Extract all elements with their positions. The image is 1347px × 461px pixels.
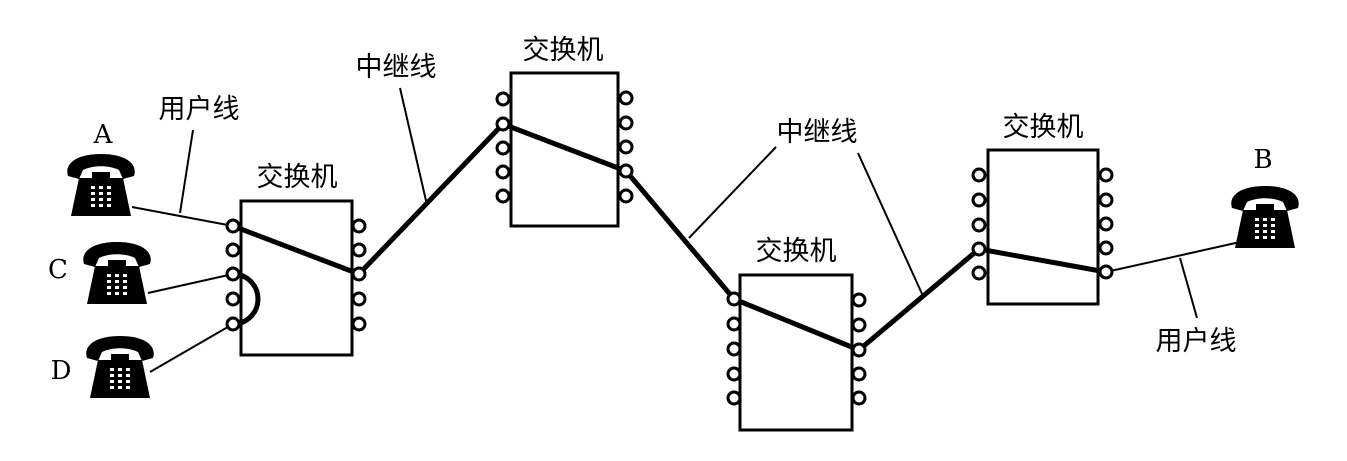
phone-label-a: A (93, 120, 114, 150)
switch-label-2: 交换机 (523, 35, 604, 66)
trunk-line-label-2: 中继线 (777, 117, 858, 148)
switch-label-3: 交换机 (756, 236, 837, 267)
switch-box-3 (738, 273, 854, 432)
terminal (971, 241, 987, 257)
leader-trunk-1 (399, 87, 428, 206)
terminal (351, 291, 367, 307)
terminal (618, 115, 634, 131)
terminal (618, 163, 634, 179)
terminal (351, 266, 367, 282)
switch-label-4: 交换机 (1003, 112, 1084, 143)
terminal (971, 265, 987, 281)
terminal (495, 91, 511, 107)
phone-label-b: B (1253, 145, 1272, 175)
terminal (726, 390, 742, 406)
terminal (225, 218, 241, 234)
telephone-icon-d (86, 336, 154, 398)
switch-box-1 (239, 199, 354, 357)
terminal (225, 266, 241, 282)
user-line-label-right: 用户线 (1156, 326, 1237, 357)
terminal (225, 316, 241, 332)
terminal (618, 139, 634, 155)
terminal (726, 341, 742, 357)
terminal (971, 192, 987, 208)
leader-user-left (179, 129, 194, 214)
terminal (495, 116, 511, 132)
terminal (351, 316, 367, 332)
terminal (971, 217, 987, 233)
telephone-icon-c (83, 242, 151, 304)
thin-lines (131, 87, 1241, 373)
trunk-line-label-1: 中继线 (356, 52, 437, 83)
terminal (851, 292, 867, 308)
internal-loop-c-d (230, 271, 261, 327)
terminal (225, 291, 241, 307)
terminal (495, 140, 511, 156)
terminal (225, 242, 241, 258)
leader-trunk-2a (688, 146, 777, 239)
terminal (851, 366, 867, 382)
user-line-label-left: 用户线 (159, 94, 240, 125)
terminal (1098, 216, 1114, 232)
phone-label-d: D (51, 356, 72, 386)
switch-label-1: 交换机 (257, 162, 338, 193)
terminal (351, 242, 367, 258)
user-line-d (149, 323, 234, 373)
terminal (495, 188, 511, 204)
switch-box-2 (509, 71, 620, 228)
terminal (351, 218, 367, 234)
telephone-icon-a (67, 154, 135, 216)
user-line-c (147, 273, 234, 294)
terminal (971, 167, 987, 183)
terminal (726, 291, 742, 307)
leader-user-right (1179, 257, 1198, 319)
terminal (1098, 192, 1114, 208)
leader-trunk-2b (857, 152, 924, 297)
connection-path-main (230, 121, 1109, 353)
terminal (851, 390, 867, 406)
terminal (726, 366, 742, 382)
user-line-b (1105, 241, 1241, 273)
terminal (1098, 240, 1114, 256)
switch-box-4 (986, 148, 1100, 306)
telephone-icon-b (1231, 186, 1299, 248)
terminal (1098, 167, 1114, 183)
terminal (1098, 264, 1114, 280)
user-line-a (131, 206, 234, 227)
terminal (495, 164, 511, 180)
terminal (851, 342, 867, 358)
terminal (851, 317, 867, 333)
terminal (726, 316, 742, 332)
terminal (618, 188, 634, 204)
phone-label-c: C (48, 255, 68, 285)
terminal (618, 90, 634, 106)
